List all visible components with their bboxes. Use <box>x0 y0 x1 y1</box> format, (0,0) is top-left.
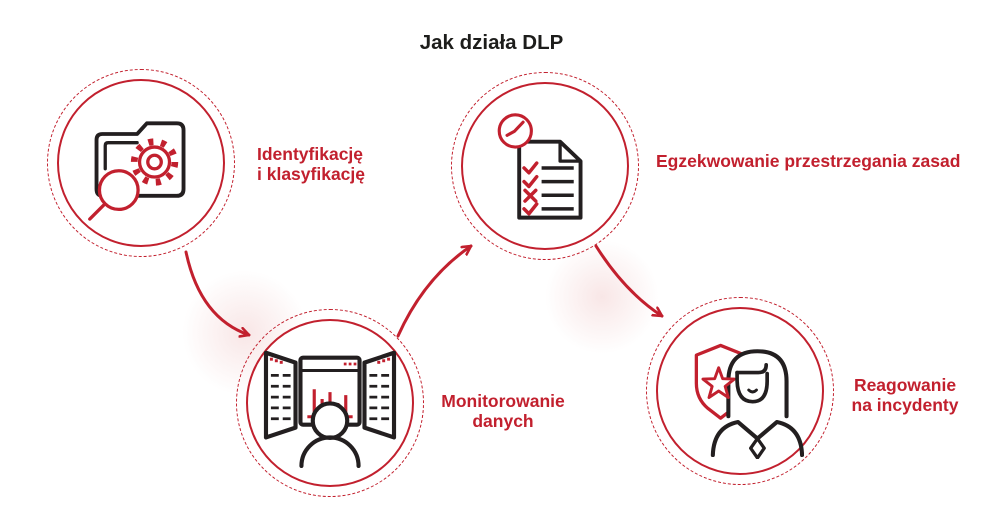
step-label-enforcement: Egzekwowanie przestrzegania zasad <box>656 151 961 171</box>
solid-ring <box>246 319 414 487</box>
arrow-step1-to-step2 <box>184 250 251 335</box>
step-label-monitoring: Monitorowanie danych <box>441 391 565 431</box>
step-label-identification: Identyfikację i klasyfikację <box>257 144 365 184</box>
tie-icon <box>749 436 766 459</box>
arrow-step3-to-step4 <box>594 244 664 318</box>
monitors-person-icon <box>263 350 397 468</box>
dashed-ring <box>646 297 834 485</box>
page-title: Jak działa DLP <box>419 31 564 54</box>
dashed-ring <box>451 72 639 260</box>
dashed-ring <box>236 309 424 497</box>
checklist-clock-icon <box>497 113 583 220</box>
star-icon <box>701 366 736 400</box>
step-label-incident-response: Reagowanie na incydenty <box>851 375 959 415</box>
step-circle-incident-response <box>646 297 834 485</box>
step-circle-monitoring <box>236 309 424 497</box>
folder-search-gear-icon <box>88 121 186 221</box>
step-circle-identification <box>47 69 235 257</box>
arrow-step2-to-step3 <box>396 244 473 338</box>
step-circle-enforcement <box>451 72 639 260</box>
shield-star-person-icon <box>694 343 804 459</box>
dashed-ring <box>47 69 235 257</box>
